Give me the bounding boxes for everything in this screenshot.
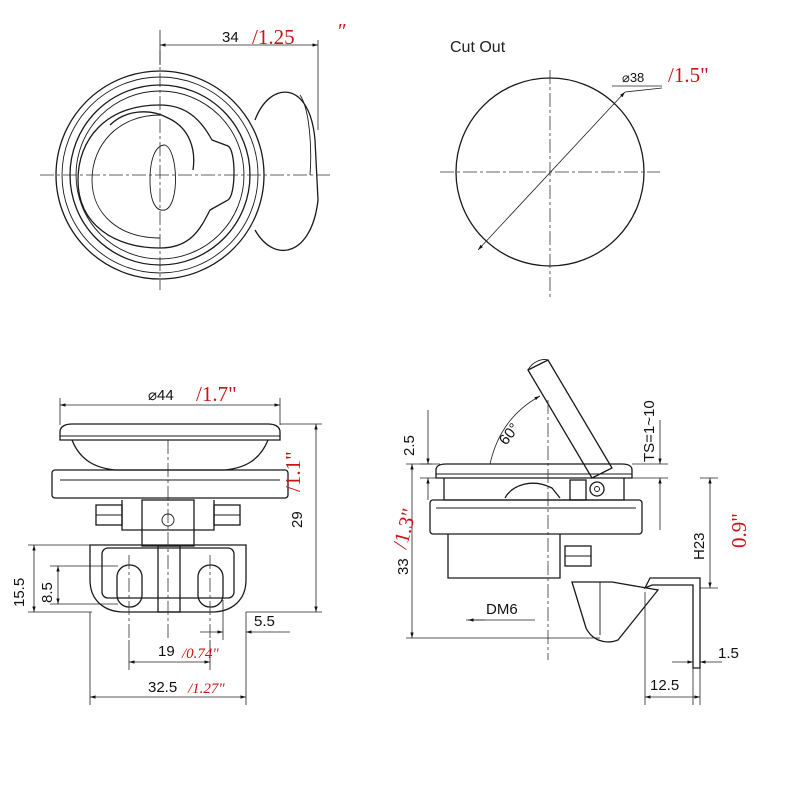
dim-32-5-label: 32.5	[148, 679, 177, 696]
dim-32-5-inch: /1.27"	[187, 681, 225, 697]
dim-5-5-label: 5.5	[254, 613, 275, 630]
cutout-dia-label: ⌀38	[622, 70, 644, 85]
dim-8-5-label: 8.5	[39, 582, 56, 603]
side-view: 60° 2.5 33 /1.3" TS=1~10 H23 0.9" DM6	[388, 359, 751, 705]
dim-33-label: 33	[395, 558, 412, 575]
dim-width-inch-mark: ″	[338, 19, 347, 43]
front-dia-inch: /1.7"	[196, 382, 237, 406]
cutout-view: Cut Out ⌀38 /1.5"	[440, 39, 709, 300]
dim-29-label: 29	[289, 511, 306, 528]
dim-19-inch: /0.74"	[181, 646, 219, 662]
front-view: ⌀44 /1.7" /1.1" 29 15.5 8.5 5.5 19 /0.74…	[11, 382, 322, 705]
dim-width-inch: /1.25	[252, 25, 295, 49]
ts-label: TS=1~10	[641, 400, 658, 462]
dim-2-5-label: 2.5	[401, 435, 418, 456]
dim-15-5-label: 15.5	[11, 578, 28, 607]
dim-33-inch: /1.3"	[388, 506, 422, 551]
cutout-title: Cut Out	[450, 39, 506, 56]
front-height-inch: /1.1"	[281, 451, 305, 492]
dim-1-5-label: 1.5	[718, 645, 739, 662]
cutout-dia-inch: /1.5"	[668, 63, 709, 87]
angle-label: 60°	[496, 420, 523, 448]
h23-inch: 0.9"	[727, 513, 751, 548]
dim-width-label: 34	[222, 29, 239, 46]
dim-19-label: 19	[158, 643, 175, 660]
front-dia-label: ⌀44	[148, 387, 174, 404]
top-view: 34 /1.25 ″	[40, 19, 347, 290]
dim-12-5-label: 12.5	[650, 677, 679, 694]
dm6-label: DM6	[486, 601, 518, 618]
h23-label: H23	[691, 532, 708, 560]
